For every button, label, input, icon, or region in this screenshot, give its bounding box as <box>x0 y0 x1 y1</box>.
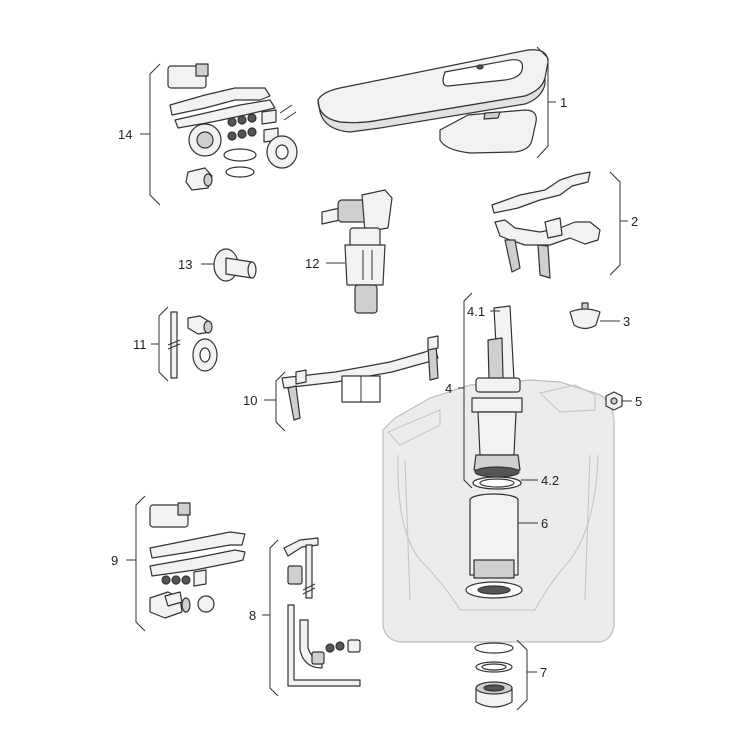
part-9-connection-kit <box>149 502 246 619</box>
callout-3: 3 <box>600 314 630 329</box>
callout-2: 2 <box>609 171 638 276</box>
callout-label-4-2: 4.2 <box>541 473 559 488</box>
callout-13: 13 <box>178 257 214 272</box>
callout-label-14: 14 <box>118 127 132 142</box>
callout-label-11: 11 <box>133 337 147 352</box>
callout-5: 5 <box>622 394 642 409</box>
callout-label-6: 6 <box>541 516 548 531</box>
part-2-actuator-frame <box>491 171 601 279</box>
part-11-tube-set <box>167 311 218 379</box>
callout-label-12: 12 <box>305 256 319 271</box>
callout-label-10: 10 <box>243 393 257 408</box>
callout-9: 9 <box>111 495 146 632</box>
callout-1: 1 <box>536 46 567 159</box>
part-6-cylinder <box>465 493 523 599</box>
callout-14: 14 <box>118 63 161 206</box>
callout-label-4-1: 4.1 <box>467 304 485 319</box>
callout-4: 4 4.1 <box>445 292 500 489</box>
part-8-pipe-kit <box>283 537 361 687</box>
part-14-connection-kit <box>167 63 298 191</box>
part-1-lid <box>317 49 549 154</box>
callout-4-2: 4.2 <box>521 473 559 488</box>
part-12-fill-valve <box>321 189 393 314</box>
callout-label-5: 5 <box>635 394 642 409</box>
callout-label-8: 8 <box>249 608 256 623</box>
callout-12: 12 <box>305 256 345 271</box>
callout-10: 10 <box>243 371 286 432</box>
part-3-cap <box>569 302 601 330</box>
part-5-nut <box>605 391 623 411</box>
callout-11: 11 <box>133 306 169 382</box>
callout-label-13: 13 <box>178 257 192 272</box>
callout-7: 7 <box>516 639 547 711</box>
callout-label-3: 3 <box>623 314 630 329</box>
callout-label-4: 4 <box>445 381 452 396</box>
part-13-rosette <box>213 248 257 282</box>
callout-label-7: 7 <box>540 665 547 680</box>
part-4-flush-valve <box>471 305 523 478</box>
callout-label-1: 1 <box>560 95 567 110</box>
callout-label-2: 2 <box>631 214 638 229</box>
callout-8: 8 <box>249 539 279 697</box>
callout-label-9: 9 <box>111 553 118 568</box>
part-4-2-seal <box>472 476 522 490</box>
part-10-bracket <box>281 335 439 421</box>
callout-6: 6 <box>518 516 548 531</box>
part-7-nut-set <box>474 642 514 708</box>
